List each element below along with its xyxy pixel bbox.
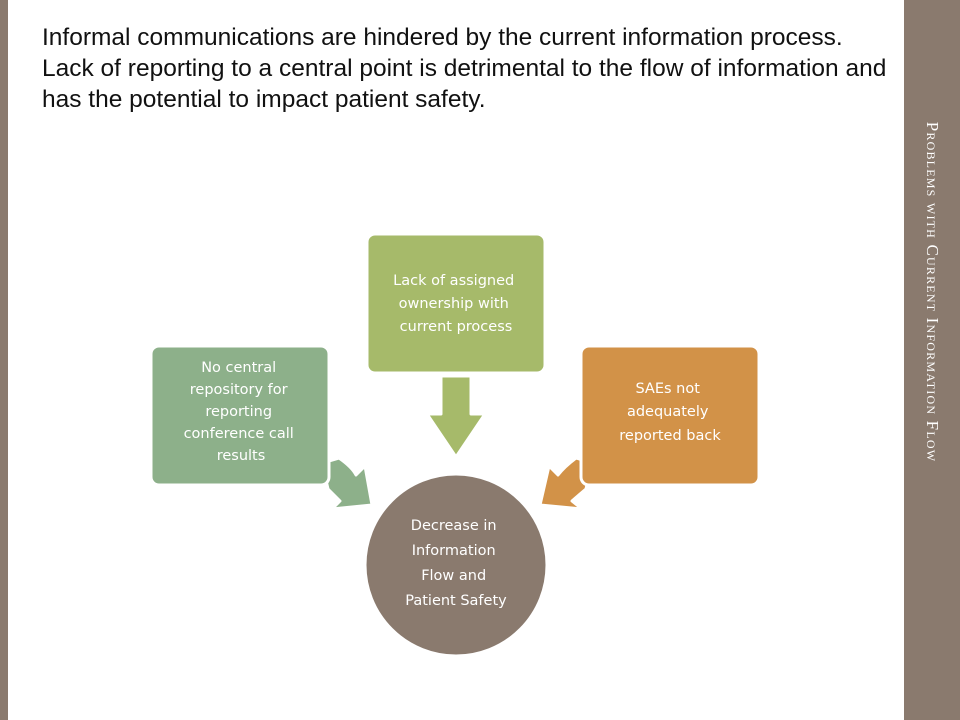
text-line: Patient Safety xyxy=(405,593,507,609)
text-line: results xyxy=(217,448,266,464)
text-line: adequately xyxy=(627,404,709,420)
cause-box-saes xyxy=(579,344,761,487)
cause-box-repository xyxy=(149,344,331,487)
left-border-strip xyxy=(0,0,8,720)
arrow-left xyxy=(320,456,374,511)
text-line: No central xyxy=(201,360,276,376)
text-line: reporting xyxy=(205,404,272,420)
text-line: Flow and xyxy=(421,568,486,584)
text-line: current process xyxy=(400,319,513,335)
arrow-right xyxy=(538,456,594,511)
title-side-panel xyxy=(904,0,960,720)
text-line: repository for xyxy=(190,382,288,398)
text-line: reported back xyxy=(619,428,721,444)
cause-box-ownership xyxy=(365,232,547,375)
cause-text-repository: No central repository for reporting conf… xyxy=(184,360,299,464)
text-line: Lack of assigned xyxy=(393,273,514,289)
cause-text-saes: SAEs not adequately reported back xyxy=(619,381,721,444)
text-line: conference call xyxy=(184,426,294,442)
arrow-top xyxy=(425,374,487,459)
text-line: Information xyxy=(412,543,496,559)
effect-circle xyxy=(363,472,549,658)
cause-text-ownership: Lack of assigned ownership with current … xyxy=(393,273,519,335)
body-text: Informal communications are hindered by … xyxy=(42,24,887,113)
text-line: SAEs not xyxy=(635,381,700,397)
text-line: Decrease in xyxy=(411,518,497,534)
text-line: ownership with xyxy=(399,296,509,312)
effect-text: Decrease in Information Flow and Patient… xyxy=(405,518,507,609)
